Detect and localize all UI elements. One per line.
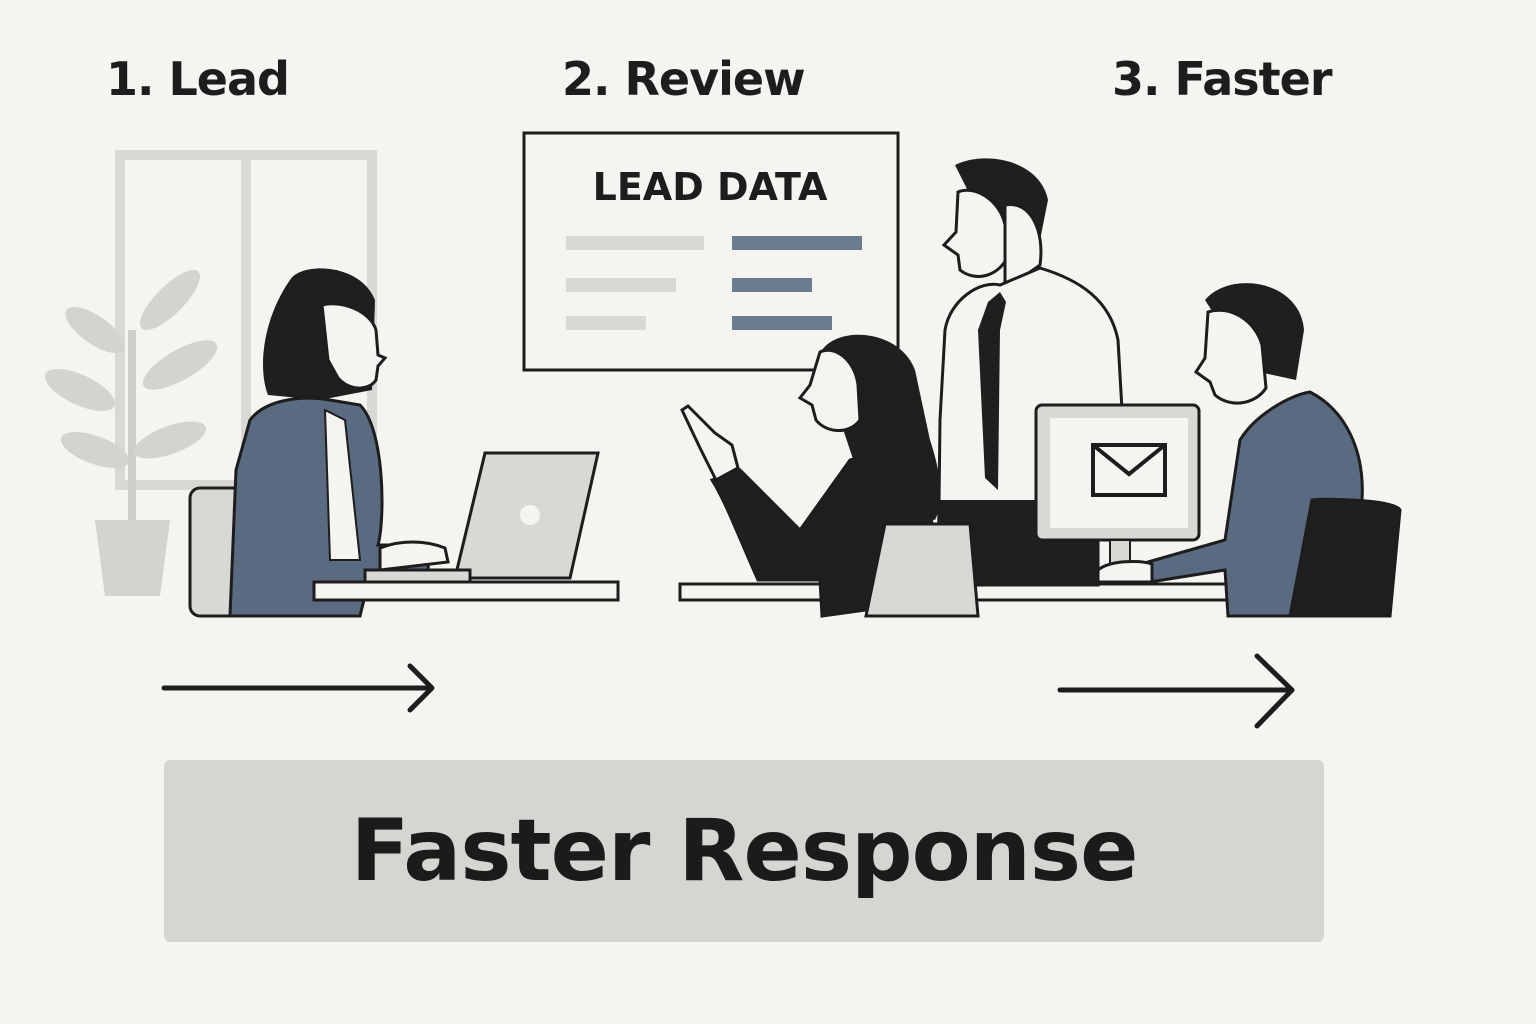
step-2-label: 2. Review bbox=[562, 52, 806, 106]
woman-at-laptop bbox=[228, 268, 450, 618]
board-title: LEAD DATA bbox=[593, 165, 828, 209]
arrow-right-icon bbox=[161, 663, 435, 713]
banner-text: Faster Response bbox=[350, 801, 1139, 901]
step-3-label: 3. Faster bbox=[1112, 52, 1333, 106]
chair bbox=[864, 522, 980, 618]
result-banner: Faster Response bbox=[164, 760, 1324, 942]
arrow-right-icon bbox=[1057, 653, 1295, 729]
step-1-label: 1. Lead bbox=[106, 52, 290, 106]
plant-icon bbox=[44, 270, 218, 596]
envelope-icon bbox=[1091, 443, 1167, 497]
laptop-icon bbox=[363, 451, 600, 584]
desk bbox=[312, 580, 620, 602]
lead-data-board bbox=[522, 131, 900, 372]
seated-man-at-computer bbox=[1096, 283, 1402, 618]
